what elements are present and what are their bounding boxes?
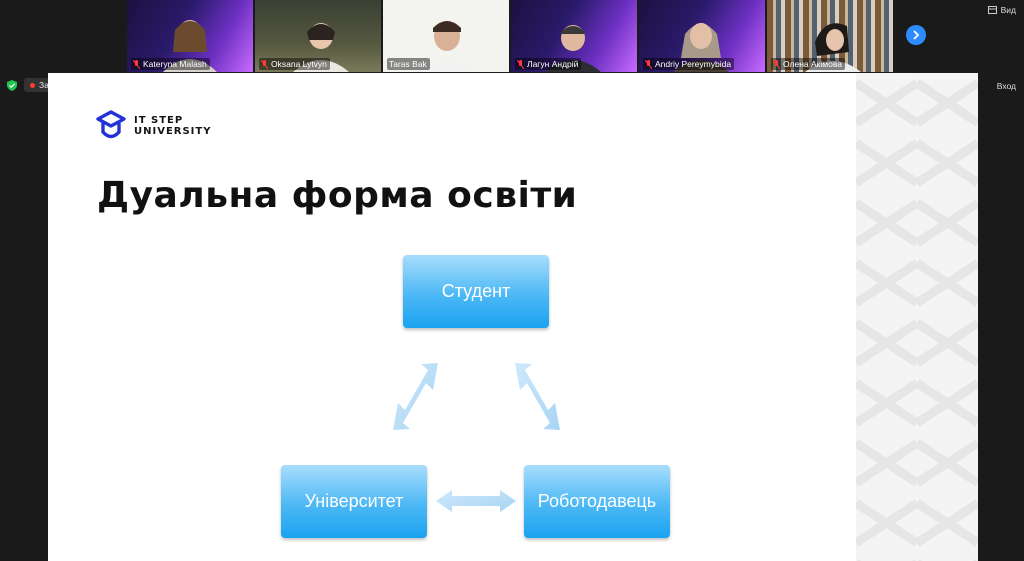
diagram-arrows	[393, 363, 560, 512]
shield-icon[interactable]	[7, 80, 17, 91]
participant-tile[interactable]: Taras Bak	[383, 0, 509, 72]
view-button[interactable]: Вид	[987, 5, 1016, 15]
chevron-right-icon	[913, 30, 920, 40]
participant-tile[interactable]: Лагун Андрій	[511, 0, 637, 72]
node-student: Студент	[403, 255, 549, 328]
arrow-student-employer	[515, 363, 560, 430]
participant-tile[interactable]: Kateryna Malash	[127, 0, 253, 72]
muted-mic-icon	[517, 59, 524, 69]
slide-title: Дуальна форма освіти	[97, 175, 578, 216]
participant-name: Лагун Андрій	[515, 58, 582, 70]
node-employer: Роботодавець	[524, 465, 670, 538]
decorative-pattern	[856, 73, 978, 561]
next-participants-button[interactable]	[906, 25, 926, 45]
participant-name: Kateryna Malash	[131, 58, 210, 70]
participant-video	[805, 23, 861, 72]
node-university: Університет	[281, 465, 427, 538]
participant-name: Олена Акімова	[771, 58, 845, 70]
participant-video	[163, 20, 217, 72]
university-logo: IT STEP UNIVERSITY	[96, 110, 211, 142]
participant-name: Taras Bak	[387, 58, 430, 70]
participant-video	[417, 21, 477, 72]
arrow-student-university	[393, 363, 438, 430]
exit-button[interactable]: Вход	[996, 81, 1016, 91]
grid-view-icon	[987, 6, 997, 14]
participant-tile[interactable]: Oksana Lytvyn	[255, 0, 381, 72]
muted-mic-icon	[645, 59, 652, 69]
participant-name: Oksana Lytvyn	[259, 58, 330, 70]
participant-video	[545, 25, 601, 72]
recording-dot-icon	[30, 82, 35, 88]
muted-mic-icon	[773, 59, 780, 69]
shared-slide: IT STEP UNIVERSITY Дуальна форма освіти …	[48, 73, 978, 561]
muted-mic-icon	[133, 59, 140, 69]
graduation-cap-logo-icon	[96, 110, 126, 139]
participant-name: Andriy Pereymybida	[643, 58, 735, 70]
participant-video	[293, 23, 349, 72]
participant-video	[673, 23, 729, 72]
participant-tile[interactable]: Олена Акімова	[767, 0, 893, 72]
muted-mic-icon	[261, 59, 268, 69]
participant-tile[interactable]: Andriy Pereymybida	[639, 0, 765, 72]
participant-strip: Kateryna Malash Oksana Lytvyn Taras Bak	[127, 0, 893, 72]
arrow-university-employer	[436, 490, 516, 512]
